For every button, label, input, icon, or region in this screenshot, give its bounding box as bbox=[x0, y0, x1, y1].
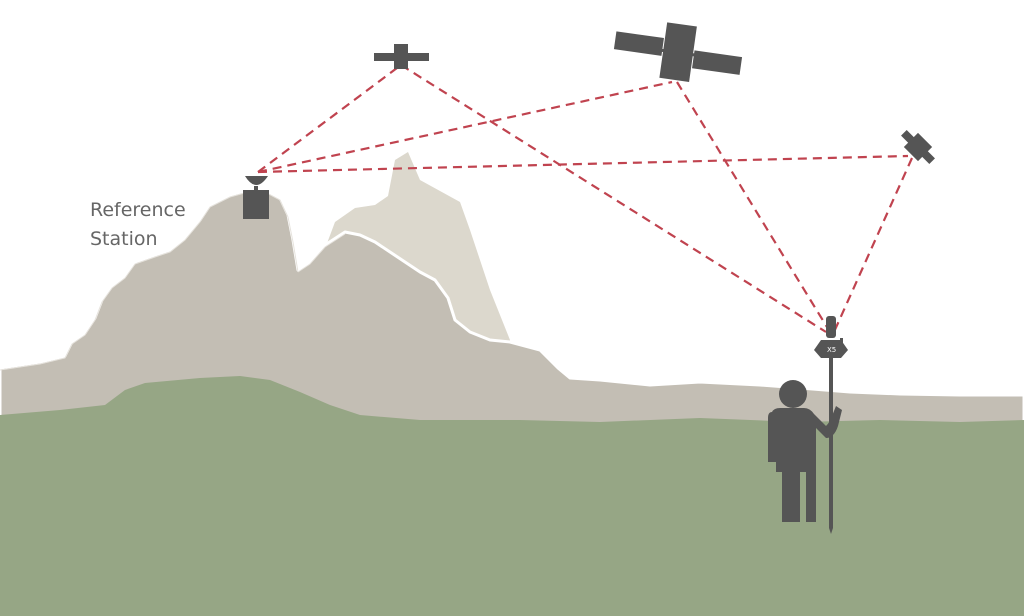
mountain-outline-shadow bbox=[0, 191, 346, 371]
surveyor-person-icon bbox=[768, 380, 842, 522]
reference-station-label: Reference Station bbox=[90, 196, 186, 254]
svg-text:X5: X5 bbox=[827, 346, 836, 354]
reference-station-icon bbox=[243, 176, 269, 219]
satellite-icon bbox=[901, 130, 935, 164]
reference-station-label-line2: Station bbox=[90, 228, 158, 250]
satellite-icon bbox=[374, 44, 429, 69]
gnss-rover-icon: X5 bbox=[814, 316, 848, 534]
signal-lines bbox=[257, 64, 914, 333]
reference-station-label-line1: Reference bbox=[90, 199, 186, 221]
satellite-icon bbox=[613, 22, 743, 82]
